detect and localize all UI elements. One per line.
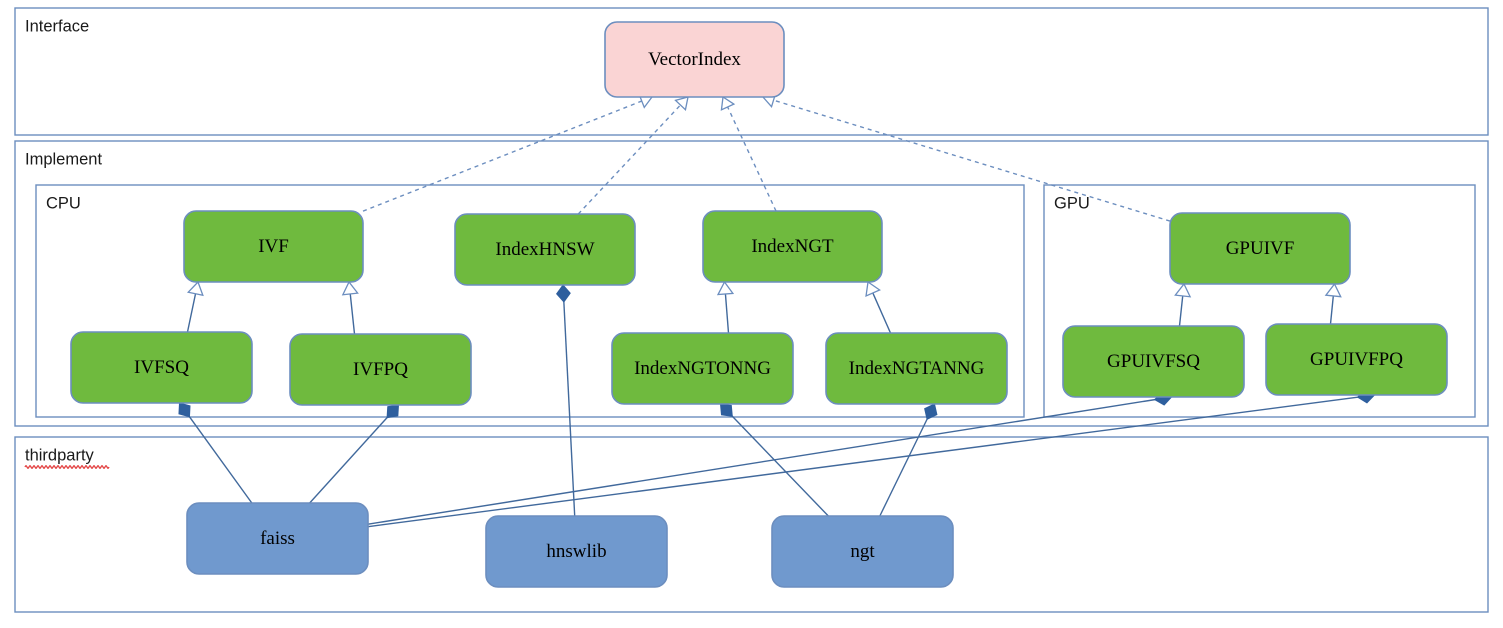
edge-hnswlib-to-indexhnsw <box>555 284 576 517</box>
generalization-arrowhead <box>186 280 204 297</box>
node-label-indexngt: IndexNGT <box>751 236 834 257</box>
node-box-ivf[interactable] <box>183 210 364 283</box>
node-label-gpuivfsq: GPUIVFSQ <box>1107 351 1200 372</box>
spellcheck-underline <box>24 465 110 469</box>
edge-line <box>724 292 730 334</box>
realization-arrowhead <box>674 96 689 111</box>
edge-indexngt-to-vectorindex <box>720 95 777 212</box>
node-box-ivfpq[interactable] <box>289 333 472 406</box>
node-box-gpuivfpq[interactable] <box>1265 323 1448 396</box>
edge-layer <box>178 92 1376 528</box>
edge-line <box>367 396 1359 528</box>
edge-line <box>349 292 356 335</box>
node-label-ngt: ngt <box>850 541 875 562</box>
edge-line <box>188 415 253 504</box>
node-label-indexngtanng: IndexNGTANNG <box>849 358 985 379</box>
container-label-cpu: CPU <box>46 194 81 212</box>
edge-line <box>186 292 197 333</box>
edge-line <box>772 99 1171 222</box>
node-box-hnswlib[interactable] <box>485 515 668 588</box>
generalization-arrowhead <box>1324 282 1342 298</box>
node-box-gpuivfsq[interactable] <box>1062 325 1245 398</box>
edge-line <box>879 418 929 517</box>
edge-ivfpq-to-ivf <box>341 280 359 335</box>
aggregation-diamond <box>178 402 191 418</box>
aggregation-diamond <box>719 403 733 417</box>
node-gpuivfpq[interactable]: GPUIVFPQ <box>1265 323 1448 396</box>
node-ivfpq[interactable]: IVFPQ <box>289 333 472 406</box>
node-box-ivfsq[interactable] <box>70 331 253 404</box>
node-indexngtonng[interactable]: IndexNGTONNG <box>611 332 794 405</box>
node-box-ngt[interactable] <box>771 515 954 588</box>
node-label-hnswlib: hnswlib <box>546 541 606 562</box>
edge-line <box>871 291 892 334</box>
node-box-indexngt[interactable] <box>702 210 883 283</box>
node-label-faiss: faiss <box>260 528 295 549</box>
node-ivfsq[interactable]: IVFSQ <box>70 331 253 404</box>
container-label-interface: Interface <box>25 17 89 35</box>
node-label-gpuivfpq: GPUIVFPQ <box>1310 349 1403 370</box>
node-box-vectorindex[interactable] <box>604 21 785 98</box>
generalization-arrowhead <box>1174 282 1192 298</box>
node-label-gpuivf: GPUIVF <box>1226 238 1295 259</box>
edge-line <box>731 415 829 517</box>
aggregation-diamond <box>924 403 938 420</box>
node-label-ivfsq: IVFSQ <box>134 357 189 378</box>
edge-faiss-to-ivfpq <box>309 404 400 504</box>
container-label-gpu: GPU <box>1054 194 1090 212</box>
edge-ngt-to-indexngtanng <box>879 403 938 517</box>
generalization-arrowhead <box>865 280 881 298</box>
edge-line <box>577 103 682 215</box>
node-vectorindex[interactable]: VectorIndex <box>604 21 785 98</box>
aggregation-diamond <box>386 404 400 419</box>
edge-line <box>1178 294 1184 327</box>
node-ivf[interactable]: IVF <box>183 210 364 283</box>
realization-arrowhead <box>720 95 736 111</box>
node-label-indexhnsw: IndexHNSW <box>495 239 594 260</box>
node-indexngtanng[interactable]: IndexNGTANNG <box>825 332 1008 405</box>
node-box-indexngtanng[interactable] <box>825 332 1008 405</box>
edge-line <box>309 416 389 504</box>
node-indexhnsw[interactable]: IndexHNSW <box>454 213 636 286</box>
node-label-vectorindex: VectorIndex <box>648 49 741 70</box>
node-gpuivfsq[interactable]: GPUIVFSQ <box>1062 325 1245 398</box>
node-faiss[interactable]: faiss <box>186 502 369 575</box>
node-label-ivf: IVF <box>258 236 289 257</box>
node-box-indexhnsw[interactable] <box>454 213 636 286</box>
node-ngt[interactable]: ngt <box>771 515 954 588</box>
edge-indexngtanng-to-indexngt <box>865 280 892 334</box>
node-indexngt[interactable]: IndexNGT <box>702 210 883 283</box>
edge-line <box>362 100 643 212</box>
generalization-arrowhead <box>341 280 359 296</box>
node-box-gpuivf[interactable] <box>1169 212 1351 285</box>
edge-indexngtonng-to-indexngt <box>716 280 735 334</box>
edge-indexhnsw-to-vectorindex <box>577 96 689 215</box>
container-label-thirdparty: thirdparty <box>25 446 95 464</box>
generalization-arrowhead <box>716 280 735 296</box>
edge-ngt-to-indexngtonng <box>719 403 829 517</box>
edge-line <box>563 300 576 517</box>
edge-ivfsq-to-ivf <box>186 280 204 333</box>
edge-faiss-to-ivfsq <box>178 402 253 504</box>
node-box-indexngtonng[interactable] <box>611 332 794 405</box>
edge-gpuivfsq-to-gpuivf <box>1174 282 1192 327</box>
node-label-ivfpq: IVFPQ <box>353 359 408 380</box>
aggregation-diamond <box>555 284 571 303</box>
node-box-faiss[interactable] <box>186 502 369 575</box>
container-label-implement: Implement <box>25 150 102 168</box>
node-gpuivf[interactable]: GPUIVF <box>1169 212 1351 285</box>
edge-gpuivfpq-to-gpuivf <box>1324 282 1342 325</box>
edge-line <box>1329 294 1335 325</box>
edge-line <box>726 105 777 212</box>
node-label-indexngtonng: IndexNGTONNG <box>634 358 771 379</box>
edge-line <box>367 398 1156 525</box>
node-hnswlib[interactable]: hnswlib <box>485 515 668 588</box>
